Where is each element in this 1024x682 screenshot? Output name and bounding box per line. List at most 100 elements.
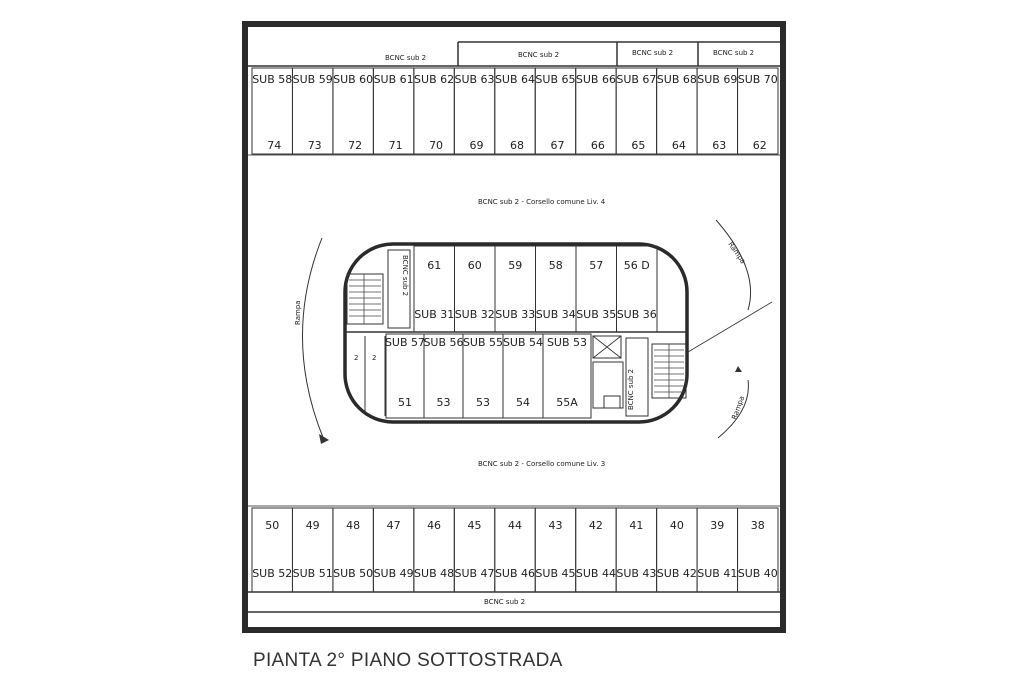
bottom-bay-sub-2: SUB 51 (293, 567, 333, 580)
bottom-bay-sub-9: SUB 44 (576, 567, 616, 580)
top-bay-num-8: 67 (550, 139, 564, 152)
island-top-bay-sub-6: SUB 36 (617, 308, 657, 321)
island-bottom-bay-sub-1: SUB 57 (385, 336, 425, 349)
island-small-mark-2: 2 (372, 354, 376, 362)
bottom-bay-num-1: 50 (265, 519, 279, 532)
bottom-bay-num-2: 49 (306, 519, 320, 532)
service-shaft (592, 361, 624, 409)
service-room (592, 335, 622, 359)
top-bay-sub-4: SUB 61 (374, 73, 414, 86)
bottom-bay-sub-11: SUB 42 (657, 567, 697, 580)
island-top-bay-num-5: 57 (589, 259, 603, 272)
top-bcnc-label-4: BCNC sub 2 (713, 49, 754, 57)
top-bay-sub-13: SUB 70 (738, 73, 778, 86)
bottom-bay-sub-8: SUB 45 (535, 567, 575, 580)
island-bottom-bay-sub-3: SUB 55 (463, 336, 503, 349)
top-bay-sub-10: SUB 67 (616, 73, 656, 86)
top-bay-sub-6: SUB 63 (454, 73, 494, 86)
service-small-room (603, 395, 621, 409)
bottom-bay-num-13: 38 (751, 519, 765, 532)
ramp-label-left: Rampa (294, 300, 302, 325)
island-top-bay-num-3: 59 (508, 259, 522, 272)
bottom-bay-sub-3: SUB 50 (333, 567, 373, 580)
top-bcnc-label-1: BCNC sub 2 (385, 54, 426, 62)
island-bottom-bay-sub-5: SUB 53 (547, 336, 587, 349)
bottom-bay-num-12: 39 (710, 519, 724, 532)
island-bcnc-right-label: BCNC sub 2 (627, 369, 635, 410)
page-title: PIANTA 2° PIANO SOTTOSTRADA (253, 650, 563, 671)
bottom-bay-num-6: 45 (468, 519, 482, 532)
top-bay-num-12: 63 (712, 139, 726, 152)
island-bcnc-left-label: BCNC sub 2 (401, 255, 409, 296)
top-bay-num-3: 72 (348, 139, 362, 152)
ramp-arc-right-top (715, 219, 752, 311)
central-island (343, 242, 689, 424)
ramp-arc-right-bottom (717, 379, 749, 439)
island-top-bay-num-4: 58 (549, 259, 563, 272)
island-bottom-bay-num-1: 51 (398, 396, 412, 409)
island-bottom-row: SUB 57 51 SUB 56 53 SUB 55 53 SUB 54 54 SUB 53 55… (385, 333, 592, 419)
island-bottom-bay-num-4: 54 (516, 396, 530, 409)
island-top-bay-6 (616, 245, 658, 333)
bottom-bay-sub-4: SUB 49 (374, 567, 414, 580)
top-bay-num-6: 69 (470, 139, 484, 152)
island-small-mark-1: 2 (354, 354, 358, 362)
island-top-bay-sub-3: SUB 33 (495, 308, 535, 321)
top-bay-sub-7: SUB 64 (495, 73, 535, 86)
ramp-label-right-top: Rampa (726, 241, 747, 266)
island-bottom-bay-num-5: 55A (556, 396, 578, 409)
island-bcnc-left-box (387, 249, 411, 329)
top-bay-sub-12: SUB 69 (697, 73, 737, 86)
top-bay-sub-3: SUB 60 (333, 73, 373, 86)
top-bay-num-2: 73 (308, 139, 322, 152)
island-top-bay-num-2: 60 (468, 259, 482, 272)
top-bay-num-4: 71 (389, 139, 403, 152)
island-top-bay-num-6: 56 D (624, 259, 650, 272)
bottom-bay-num-11: 40 (670, 519, 684, 532)
top-bay-sub-1: SUB 58 (252, 73, 292, 86)
bottom-bay-sub-7: SUB 46 (495, 567, 535, 580)
ramp-arc-left (302, 237, 325, 441)
top-bay-sub-9: SUB 66 (576, 73, 616, 86)
island-bottom-bay-5 (542, 333, 592, 419)
bottom-bay-sub-12: SUB 41 (697, 567, 737, 580)
bottom-bay-num-10: 41 (629, 519, 643, 532)
stair-block-left (346, 273, 384, 325)
top-bay-num-1: 74 (267, 139, 281, 152)
top-bay-13 (737, 67, 779, 155)
top-bay-sub-11: SUB 68 (657, 73, 697, 86)
island-top-bay-sub-5: SUB 35 (576, 308, 616, 321)
top-bay-sub-2: SUB 59 (293, 73, 333, 86)
bottom-bay-num-7: 44 (508, 519, 522, 532)
ramp-arrow-right (735, 366, 742, 372)
bottom-bay-num-8: 43 (548, 519, 562, 532)
top-bay-num-5: 70 (429, 139, 443, 152)
top-bay-num-7: 68 (510, 139, 524, 152)
top-bay-num-13: 62 (753, 139, 767, 152)
island-top-bay-sub-1: SUB 31 (414, 308, 454, 321)
top-bay-num-9: 66 (591, 139, 605, 152)
outer-wall (242, 21, 786, 633)
island-bottom-bay-num-2: 53 (437, 396, 451, 409)
corridor-bottom-label: BCNC sub 2 - Corsello comune Liv. 3 (478, 460, 605, 468)
ramp-leader-line (687, 301, 773, 353)
top-bay-num-11: 64 (672, 139, 686, 152)
top-bcnc-label-3: BCNC sub 2 (632, 49, 673, 57)
bottom-bay-sub-10: SUB 43 (616, 567, 656, 580)
island-top-bay-num-1: 61 (427, 259, 441, 272)
bottom-bay-num-5: 46 (427, 519, 441, 532)
bottom-bay-sub-5: SUB 48 (414, 567, 454, 580)
ramp-arrow-left (319, 434, 329, 444)
service-room-x2 (592, 335, 622, 359)
bottom-bay-num-3: 48 (346, 519, 360, 532)
bottom-bay-num-9: 42 (589, 519, 603, 532)
island-bottom-bay-num-3: 53 (476, 396, 490, 409)
island-bottom-bay-sub-2: SUB 56 (423, 336, 463, 349)
island-top-bay-sub-2: SUB 32 (455, 308, 495, 321)
corridor-top-label: BCNC sub 2 - Corsello comune Liv. 4 (478, 198, 606, 206)
bottom-bay-sub-6: SUB 47 (454, 567, 494, 580)
island-bottom-bay-sub-4: SUB 54 (503, 336, 543, 349)
